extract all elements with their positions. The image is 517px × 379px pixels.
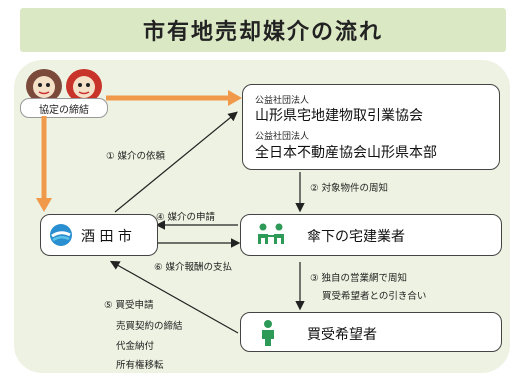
org1-name: 山形県宅地建物取引業協会 [255,108,423,124]
buyers-name: 買受希望者 [307,327,377,343]
diagram-title: 市有地売却媒介の流れ [20,8,506,52]
arrow-step1 [114,111,238,213]
city-box: 酒 田 市 [40,214,158,256]
step5-label-c: 代金納付 [116,341,155,352]
step3-label-a: ③ 独自の営業網で周知 [310,273,408,284]
step6-label: ⑥ 媒介報酬の支払 [154,262,233,273]
step3-label-b: 買受希望者との引き合い [322,291,427,302]
buyers-box: 買受希望者 [240,312,502,352]
step1-label: ① 媒介の依頼 [106,151,166,162]
realtors-name: 傘下の宅建業者 [307,229,405,245]
org2-prefix: 公益社団法人 [255,132,310,142]
realtors-box: 傘下の宅建業者 [240,214,502,256]
org1-prefix: 公益社団法人 [255,96,310,106]
step5-label-b: 売買契約の締結 [116,321,183,332]
person-icon [262,320,274,346]
agreement-label: 協定の締結 [20,98,108,118]
step5-label-a: ⑤ 買受申請 [104,300,154,311]
step4-label: ④ 媒介の申請 [156,212,216,223]
step5-label-d: 所有権移転 [116,360,164,371]
org2-name: 全日本不動産協会山形県本部 [255,145,437,161]
step2-label: ② 対象物件の周知 [310,183,389,194]
people-group-icon [258,223,284,244]
city-name: 酒 田 市 [81,229,132,245]
mascot-characters [26,69,102,103]
associations-box: 公益社団法人 山形県宅地建物取引業協会 公益社団法人 全日本不動産協会山形県本部 [242,84,500,170]
arrow-step5 [109,260,239,334]
city-logo-icon [50,224,72,246]
